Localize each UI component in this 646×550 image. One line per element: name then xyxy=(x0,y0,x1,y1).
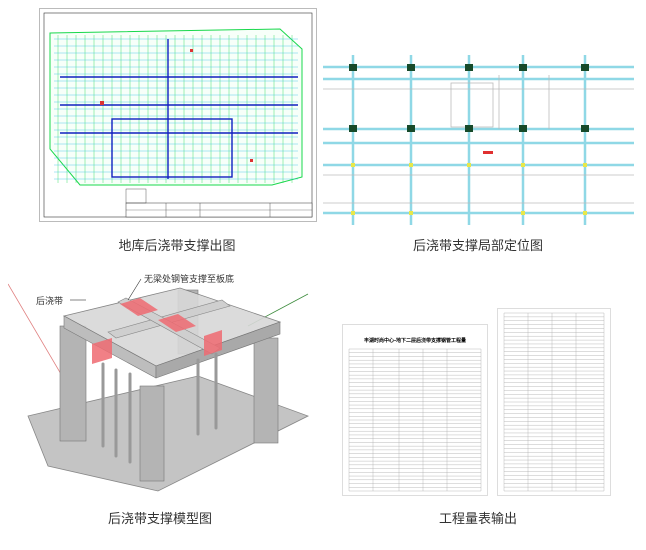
quantity-table-left xyxy=(348,348,482,492)
quantity-table-title: 丰湖时尚中心-地下二层后浇带支撑钢管工程量 xyxy=(363,338,467,344)
post-pour-label: 后浇带 xyxy=(36,297,64,307)
quantity-table-right xyxy=(503,312,605,492)
support-label: 无梁处钢管支撑至板底 xyxy=(144,275,235,285)
quantity-panel-2 xyxy=(497,308,611,496)
caption-location-plan: 后浇带支撑局部定位图 xyxy=(412,239,543,254)
location-plan-drawing xyxy=(323,55,634,225)
model-panel: 后浇带 无梁处钢管支撑至板底 xyxy=(8,266,318,498)
quantity-panel: 丰湖时尚中心-地下二层后浇带支撑钢管工程量 xyxy=(342,324,488,496)
cad-plan-panel xyxy=(39,8,317,222)
cad-plan-drawing xyxy=(43,12,313,218)
caption-cad-plan: 地库后浇带支撑出图 xyxy=(118,239,236,254)
model-drawing xyxy=(8,278,310,492)
caption-quantity: 工程量表输出 xyxy=(438,512,517,527)
location-plan-panel xyxy=(323,55,634,225)
caption-model: 后浇带支撑模型图 xyxy=(107,512,212,527)
